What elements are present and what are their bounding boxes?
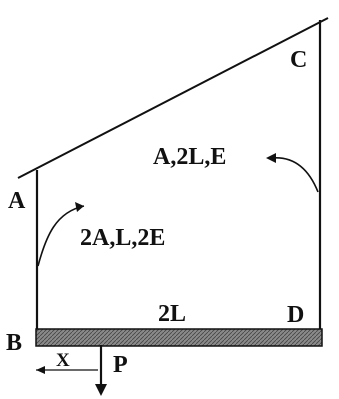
label-d: D xyxy=(287,302,304,328)
ceiling-line xyxy=(17,17,329,179)
bar-ab-properties: 2A,L,2E xyxy=(80,225,165,251)
label-c: C xyxy=(290,47,307,73)
distance-x-arrowhead xyxy=(36,366,45,374)
beam-length-label: 2L xyxy=(158,301,186,327)
load-p-label: P xyxy=(113,352,128,378)
bar-cd-properties: A,2L,E xyxy=(153,144,226,170)
leader-arrow-ab xyxy=(37,205,85,267)
label-a: A xyxy=(8,188,26,214)
leader-arrow-cd xyxy=(271,157,319,193)
label-b: B xyxy=(6,330,22,356)
leader-arrowhead-ab xyxy=(75,202,84,212)
load-p-arrowhead xyxy=(95,384,107,396)
leader-arrowhead-cd xyxy=(266,153,276,163)
distance-x-label: X xyxy=(56,350,70,371)
rigid-beam-bd xyxy=(35,328,323,347)
